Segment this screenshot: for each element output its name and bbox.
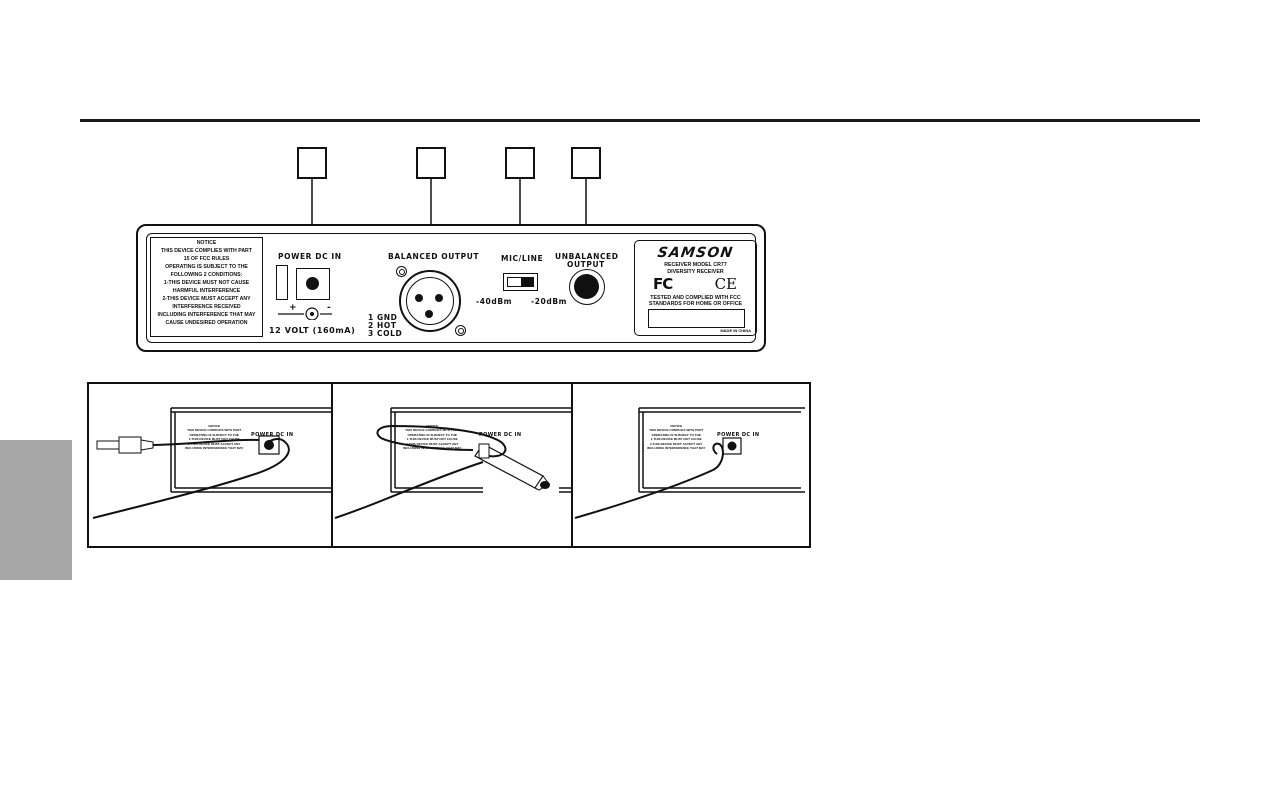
balanced-output-label: BALANCED OUTPUT — [388, 252, 480, 261]
xlr-screw-bottom — [455, 325, 466, 336]
xlr-pin-1 — [415, 294, 423, 302]
type-text: DIVERSITY RECEIVER — [667, 269, 724, 275]
xlr-screw-top — [396, 266, 407, 277]
notice-line: CAUSE UNDESIRED OPERATION — [165, 320, 248, 326]
mic-line-switch[interactable] — [503, 273, 538, 291]
unbalanced-label: UNBALANCED — [555, 252, 619, 261]
notice-line: THIS DEVICE COMPLIES WITH PART — [161, 248, 252, 254]
model-text: RECEIVER MODEL CR77 — [664, 262, 727, 268]
fcc-notice: NOTICE THIS DEVICE COMPLIES WITH PART 15… — [150, 237, 263, 337]
callout-box-micline — [505, 147, 535, 179]
pin-1-label: 1 GND — [368, 313, 398, 322]
step-3-panel: POWER DC IN NOTICE THIS DEVICE COMPLIES … — [571, 384, 809, 546]
made-in-text: MADE IN CHINA — [720, 328, 751, 333]
notice-line: INTERFERENCE RECEIVED — [172, 304, 241, 310]
step-2-notice: NOTICE THIS DEVICE COMPLIES WITH PART OP… — [403, 424, 462, 451]
pin-3-label: 3 COLD — [368, 329, 403, 338]
step-1-drawing — [92, 407, 331, 519]
level-minus-40-label: -40dBm — [476, 297, 513, 306]
polarity-plus: + — [289, 303, 298, 313]
polarity-minus: - — [327, 303, 332, 313]
step-2-panel: POWER DC IN NOTICE THIS DEVICE COMPLIES … — [331, 384, 573, 546]
tested-text: TESTED AND COMPLIED WITH FCC — [650, 295, 741, 301]
notice-line: HARMFUL INTERFERENCE — [172, 288, 241, 294]
dc-power-jack — [296, 268, 330, 300]
notice-line: 15 OF FCC RULES — [183, 256, 230, 262]
ce-logo: CE — [714, 275, 737, 293]
unbalanced-jack — [569, 269, 605, 305]
callout-box-balanced — [416, 147, 446, 179]
step-3-notice: NOTICE THIS DEVICE COMPLIES WITH PART OP… — [647, 424, 706, 451]
power-dc-in-label: POWER DC IN — [278, 252, 342, 261]
notice-line: 1-THIS DEVICE MUST NOT CAUSE — [163, 280, 250, 286]
step-1-power-label: POWER DC IN — [251, 432, 294, 438]
standards-text: STANDARDS FOR HOME OR OFFICE — [648, 301, 743, 307]
pin-2-label: 2 HOT — [368, 321, 397, 330]
xlr-connector — [399, 270, 461, 332]
power-slot — [276, 265, 288, 300]
step-2-power-label: POWER DC IN — [479, 432, 522, 438]
xlr-pin-2 — [435, 294, 443, 302]
side-tab — [0, 440, 72, 580]
mic-line-label: MIC/LINE — [501, 254, 544, 263]
product-label-plate: SAMSON RECEIVER MODEL CR77 DIVERSITY REC… — [634, 240, 757, 336]
callout-box-power — [297, 147, 327, 179]
step-1-panel: POWER DC IN NOTICE THIS DEVICE COMPLIES … — [89, 384, 331, 546]
notice-line: INCLUDING INTERFERENCE THAT MAY — [157, 312, 256, 318]
notice-line: FOLLOWING 2 CONDITIONS: — [170, 272, 243, 278]
step-2-drawing — [334, 407, 573, 519]
step-3-power-label: POWER DC IN — [717, 432, 760, 438]
notice-line: OPERATING IS SUBJECT TO THE — [165, 264, 248, 270]
xlr-pin-3 — [425, 310, 433, 318]
notice-line: NOTICE — [196, 240, 217, 246]
callout-box-unbalanced — [571, 147, 601, 179]
cable-steps-figure: POWER DC IN NOTICE THIS DEVICE COMPLIES … — [87, 382, 811, 548]
output-label: OUTPUT — [567, 260, 605, 269]
level-minus-20-label: -20dBm — [531, 297, 568, 306]
serial-box — [648, 309, 745, 328]
polarity-icon — [278, 307, 332, 320]
step-3-drawing — [574, 407, 805, 519]
notice-line: 2-THIS DEVICE MUST ACCEPT ANY — [162, 296, 251, 302]
brand-logo: SAMSON — [656, 245, 735, 261]
rear-panel-inner-border — [146, 233, 756, 343]
top-rule — [80, 119, 1200, 122]
fcc-logo: FC — [653, 275, 673, 293]
voltage-label: 12 VOLT (160mA) — [269, 326, 356, 335]
step-1-notice: NOTICE THIS DEVICE COMPLIES WITH PART OP… — [185, 424, 244, 451]
switch-knob — [520, 278, 533, 286]
